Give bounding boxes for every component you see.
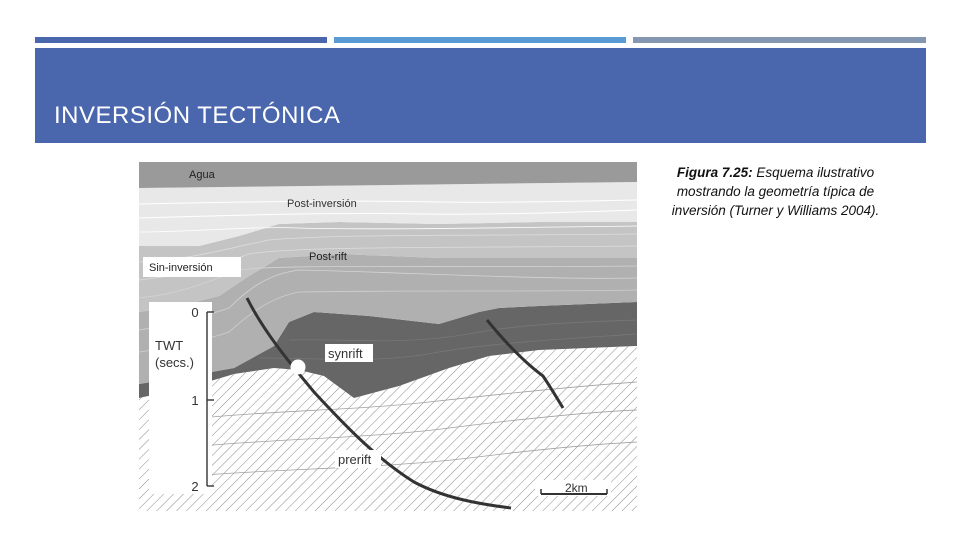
caption-figure-number: Figura 7.25: bbox=[676, 165, 753, 180]
fault-line-main bbox=[245, 297, 512, 510]
label-prerift: prerift bbox=[338, 452, 372, 467]
synrift-layer bbox=[139, 302, 637, 398]
twt-tick-label-0: 0 bbox=[191, 305, 198, 320]
label-syn-inversion: Sin-inversión bbox=[149, 262, 213, 274]
label-synrift: synrift bbox=[328, 346, 363, 361]
syn-inversion-layer bbox=[139, 222, 637, 312]
prerift-layer bbox=[139, 346, 637, 511]
figure-caption: Figura 7.25: Esquema ilustrativo mostran… bbox=[668, 163, 883, 220]
label-post-rift: Post-rift bbox=[309, 251, 347, 263]
twt-axis-label-line2: (secs.) bbox=[155, 355, 194, 370]
inversion-point-marker bbox=[290, 359, 306, 375]
label-post-inversion: Post-inversión bbox=[287, 198, 357, 210]
scale-bar-box bbox=[535, 480, 611, 496]
accent-bar-2 bbox=[334, 37, 626, 43]
scale-bar-label: 2km bbox=[565, 481, 588, 495]
synrift-label-box bbox=[325, 344, 373, 362]
fault-line-secondary bbox=[485, 319, 565, 409]
twt-tick-label-2: 2 bbox=[191, 479, 198, 494]
slide-title: INVERSIÓN TECTÓNICA bbox=[54, 102, 341, 129]
post-rift-layer bbox=[139, 254, 637, 384]
accent-bar-3 bbox=[633, 37, 926, 43]
twt-tick-label-1: 1 bbox=[191, 393, 198, 408]
title-band: INVERSIÓN TECTÓNICA bbox=[35, 48, 926, 143]
syn-inversion-label-box bbox=[143, 257, 241, 277]
axis-panel bbox=[149, 302, 212, 494]
label-water: Agua bbox=[189, 169, 216, 181]
accent-bar-1 bbox=[35, 37, 327, 43]
caption-text: Esquema ilustrativo mostrando la geometr… bbox=[671, 165, 880, 218]
twt-axis-label-line1: TWT bbox=[155, 338, 183, 353]
water-layer bbox=[139, 162, 637, 188]
inversion-diagram: 0 1 2 TWT (secs.) Agua Post-inversión Po… bbox=[139, 162, 637, 511]
prerift-label-box bbox=[335, 450, 381, 468]
